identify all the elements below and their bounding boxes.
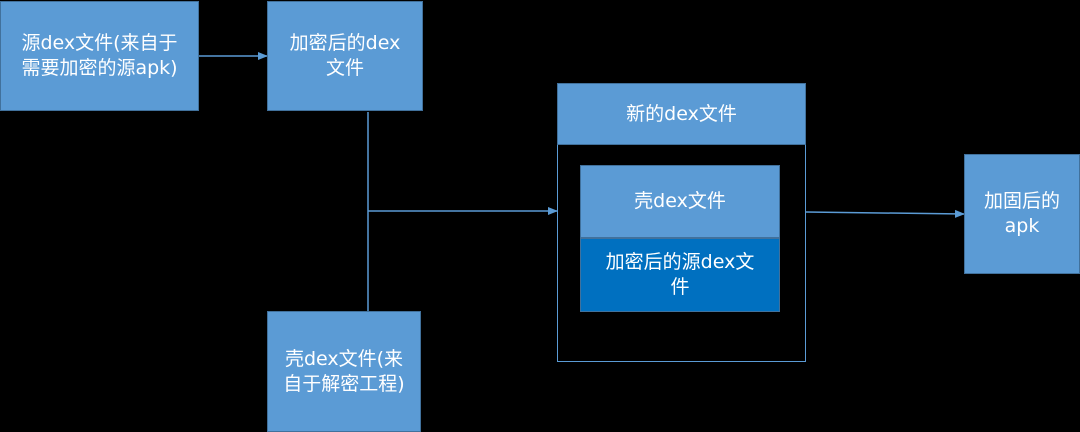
shell-dex-box: 壳dex文件(来 自于解密工程) [267, 311, 421, 432]
hardened-apk-line1: 加固后的 [983, 190, 1060, 212]
new-dex-label: 新的dex文件 [626, 102, 737, 125]
inner-shell-dex-label: 壳dex文件 [634, 190, 726, 212]
hardened-apk-line2: apk [1004, 215, 1040, 237]
source-dex-box: 源dex文件(来自于 需要加密的源apk) [0, 1, 199, 111]
source-dex-line1: 源dex文件(来自于 [21, 32, 178, 54]
inner-encrypted-dex-box: 加密后的源dex文 件 [580, 238, 780, 312]
arrow-new-dex-to-apk [805, 209, 965, 218]
shell-dex-line1: 壳dex文件(来 [284, 347, 404, 370]
encrypted-dex-box: 加密后的dex 文件 [267, 1, 423, 111]
inner-shell-dex-box: 壳dex文件 [580, 165, 780, 238]
inner-encrypted-dex-line2: 件 [670, 276, 690, 298]
inner-encrypted-dex-line1: 加密后的源dex文 [605, 251, 755, 273]
encrypted-dex-line1: 加密后的dex [289, 32, 401, 54]
source-dex-line2: 需要加密的源apk) [21, 57, 178, 79]
hardened-apk-box: 加固后的 apk [964, 154, 1080, 274]
encrypted-dex-line2: 文件 [325, 57, 364, 79]
shell-dex-line2: 自于解密工程) [283, 372, 405, 395]
new-dex-header: 新的dex文件 [557, 83, 806, 145]
